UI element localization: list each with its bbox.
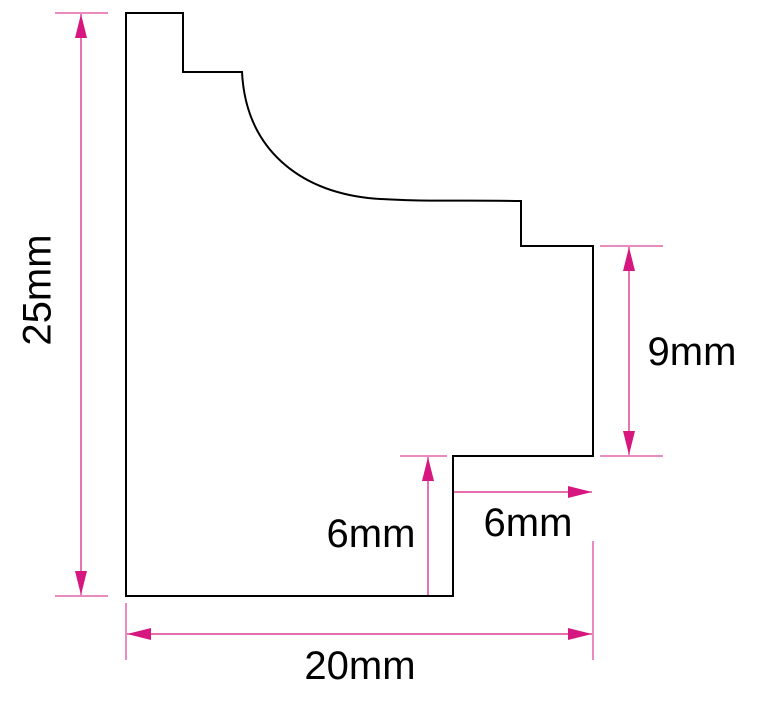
dimension-right-step-height: 9mm bbox=[600, 245, 737, 457]
dimension-overall-width: 20mm bbox=[125, 541, 594, 688]
profile-outline bbox=[125, 12, 594, 597]
dimension-label-9mm: 9mm bbox=[648, 330, 737, 374]
dimension-label-20mm: 20mm bbox=[304, 644, 415, 688]
arrowhead-up bbox=[75, 14, 87, 38]
dimension-label-6mm-height: 6mm bbox=[327, 512, 416, 556]
arrowhead-down bbox=[623, 431, 635, 455]
arrowhead-right bbox=[568, 628, 592, 640]
dimension-rebate-width: 6mm bbox=[454, 486, 592, 545]
arrowhead-right bbox=[568, 486, 592, 498]
dimension-label-25mm: 25mm bbox=[16, 234, 60, 345]
dimension-label-6mm-width: 6mm bbox=[484, 501, 573, 545]
arrowhead-down bbox=[75, 571, 87, 595]
dimension-overall-height: 25mm bbox=[16, 12, 108, 597]
dimension-rebate-height: 6mm bbox=[327, 455, 447, 595]
arrowhead-up bbox=[623, 247, 635, 271]
arrowhead-left bbox=[127, 628, 151, 640]
arrowhead-up bbox=[422, 457, 434, 481]
